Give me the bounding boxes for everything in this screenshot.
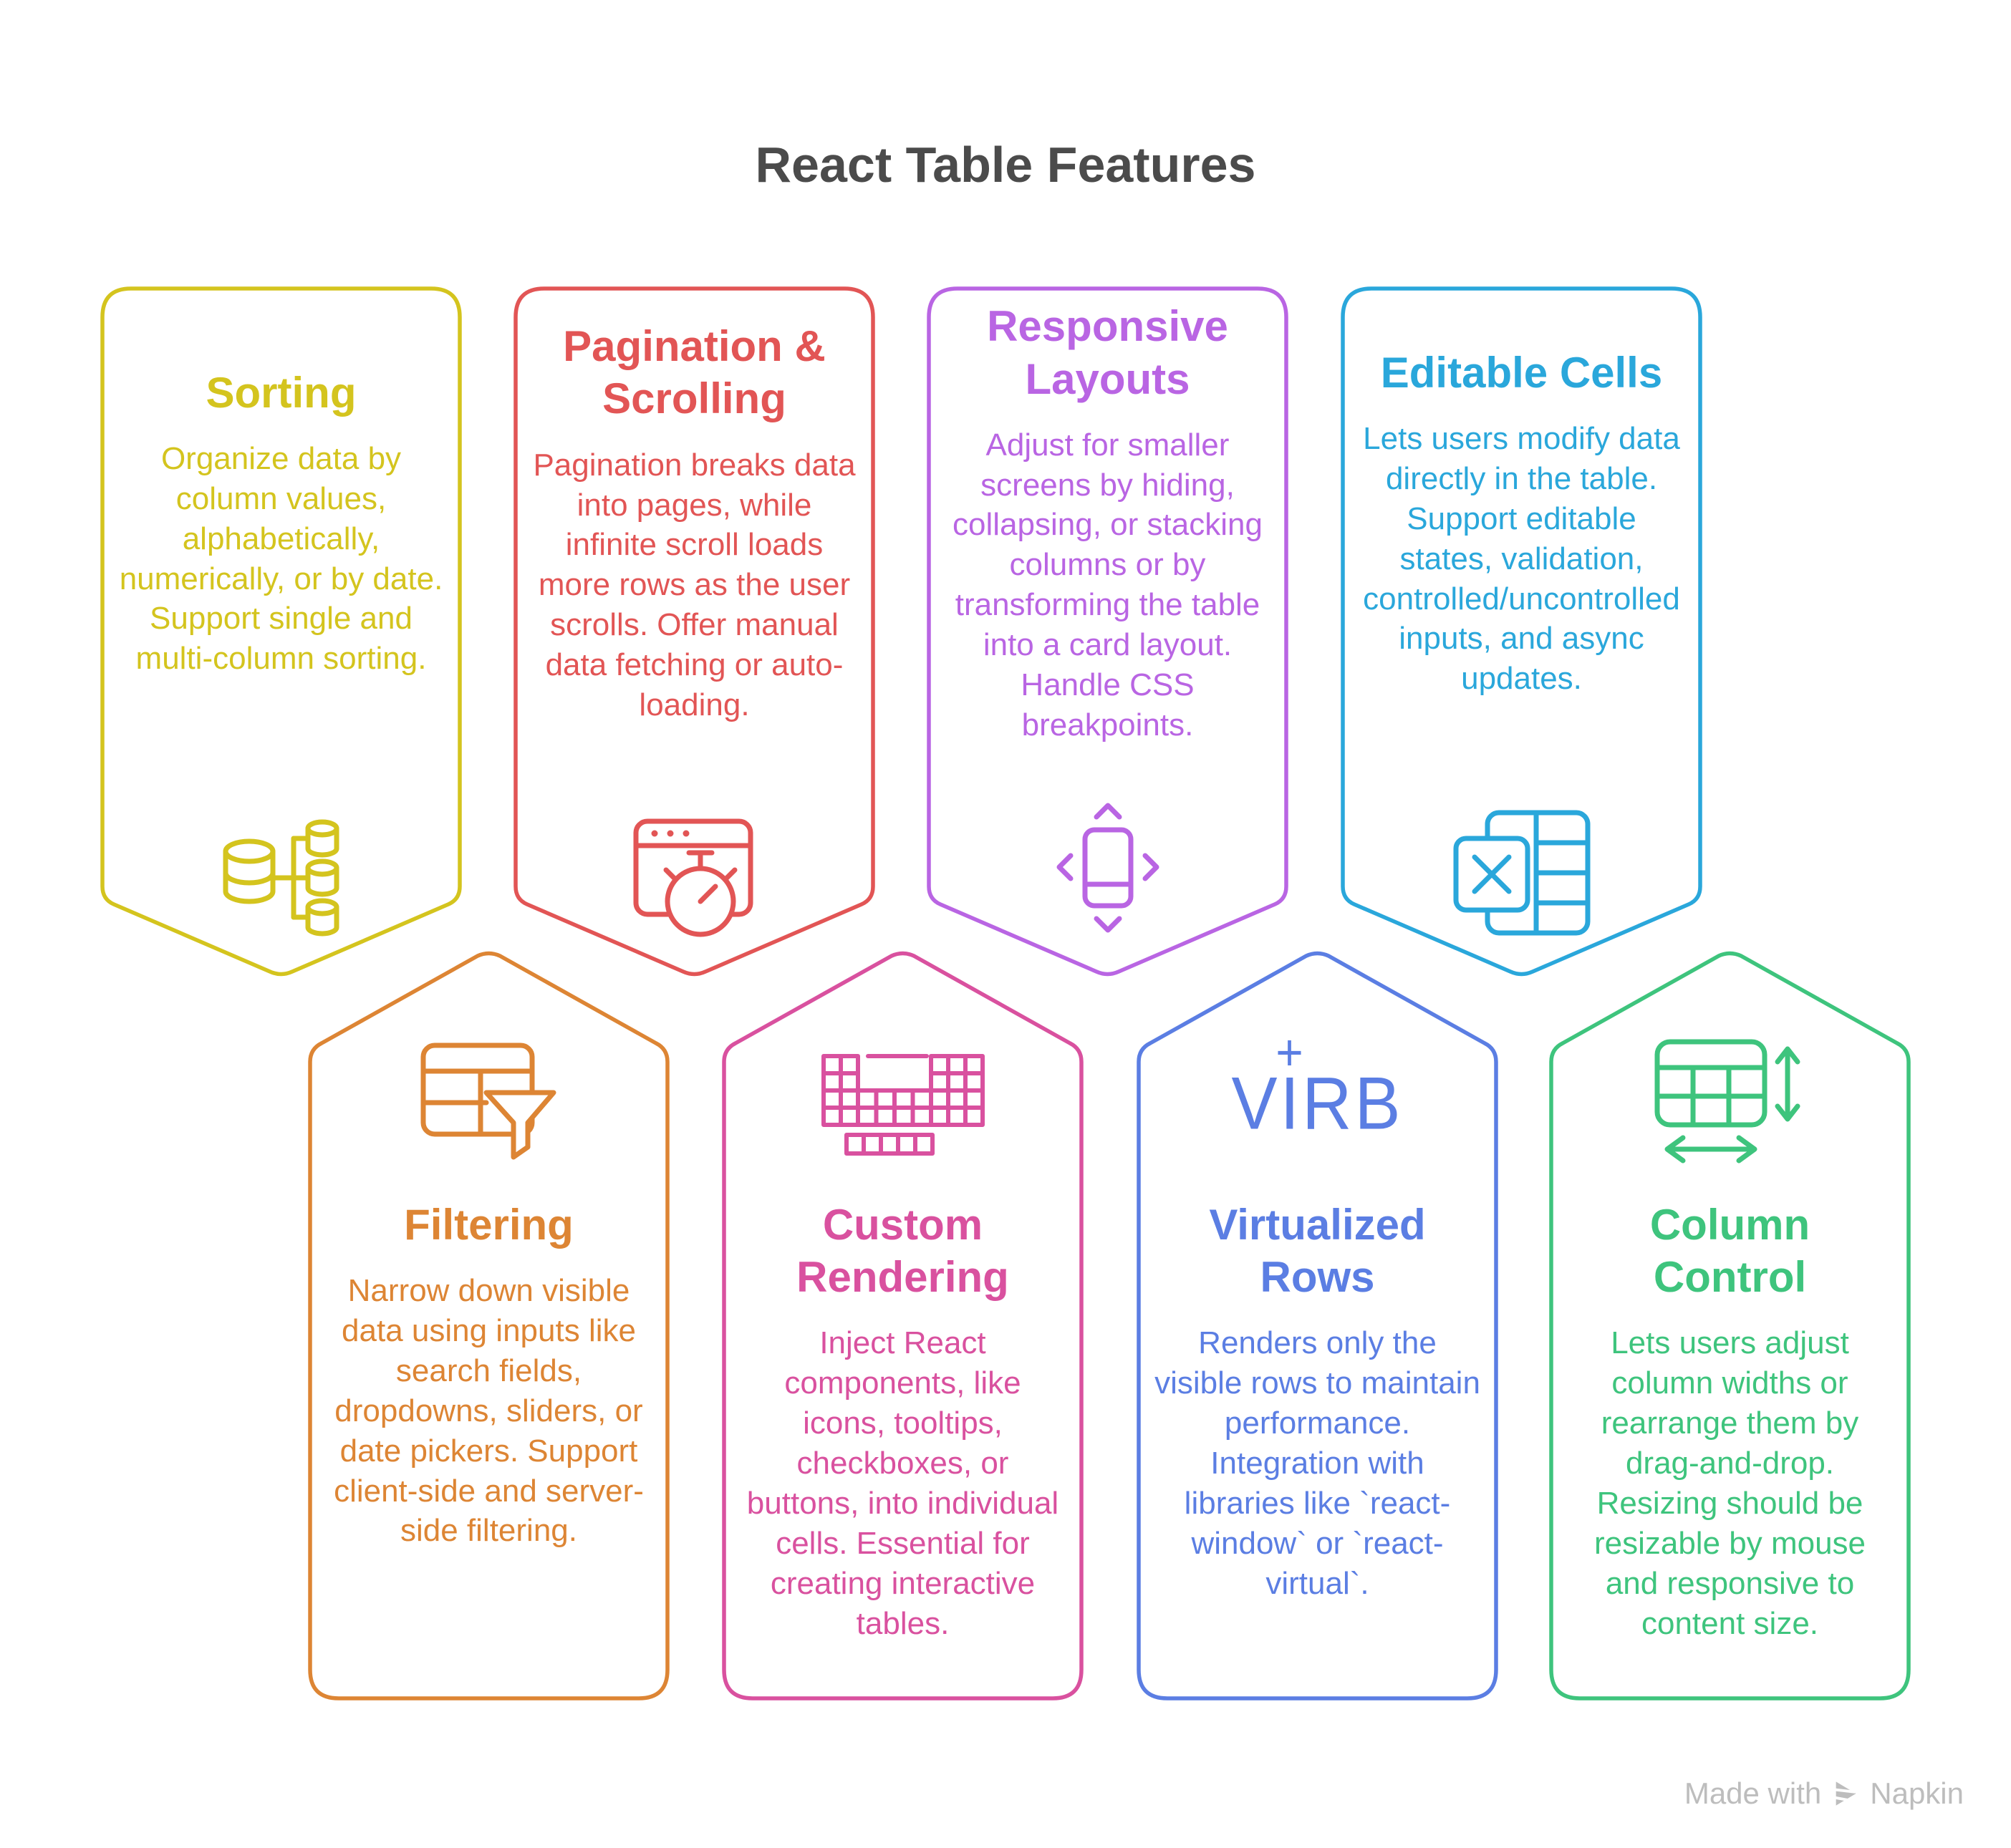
card-body: Inject React components, like icons, too… xyxy=(746,1325,1059,1641)
card-body: Pagination breaks data into pages, while… xyxy=(533,447,856,722)
card-title: Column Control xyxy=(1649,1201,1810,1302)
watermark-prefix: Made with xyxy=(1684,1776,1822,1810)
card-content: Custom Rendering Inject React components… xyxy=(739,1199,1066,1643)
virb-logo-icon: + VIRB xyxy=(1137,1018,1498,1190)
card-outline xyxy=(1137,951,1498,1701)
card-editable-cells: Editable Cells Lets users modify data di… xyxy=(1341,286,1702,979)
table-funnel-icon xyxy=(308,1018,670,1190)
database-sort-icon xyxy=(100,807,462,943)
watermark-brand: Napkin xyxy=(1870,1776,1964,1810)
card-body: Organize data by column values, alphabet… xyxy=(119,440,443,677)
page-title: React Table Features xyxy=(755,137,1256,193)
card-outline xyxy=(927,286,1288,977)
phone-move-icon xyxy=(927,793,1288,943)
card-content: Sorting Organize data by column values, … xyxy=(117,308,445,737)
watermark: Made with Napkin xyxy=(1684,1776,1964,1811)
card-responsive-layouts: Responsive Layouts Adjust for smaller sc… xyxy=(927,286,1288,979)
card-title: Sorting xyxy=(206,368,357,417)
card-outline xyxy=(513,286,875,977)
card-title: Editable Cells xyxy=(1380,348,1663,397)
browser-stopwatch-icon xyxy=(513,814,875,943)
card-content: Column Control Lets users adjust column … xyxy=(1566,1199,1894,1643)
card-body: Narrow down visible data using inputs li… xyxy=(334,1273,644,1549)
card-content: Editable Cells Lets users modify data di… xyxy=(1358,308,1685,737)
card-outline xyxy=(308,951,670,1701)
card-pagination-scrolling: Pagination & Scrolling Pagination breaks… xyxy=(513,286,875,979)
virb-logo-text: VIRB xyxy=(1231,1062,1404,1146)
spreadsheet-edit-icon xyxy=(1341,807,1702,943)
card-content: Responsive Layouts Adjust for smaller sc… xyxy=(944,302,1271,742)
card-body: Adjust for smaller screens by hiding, co… xyxy=(953,427,1263,742)
virb-plus-glyph: + xyxy=(1275,1023,1306,1081)
card-title: Custom Rendering xyxy=(796,1201,1009,1302)
card-filtering: Filtering Narrow down visible data using… xyxy=(308,949,670,1701)
card-sorting: Sorting Organize data by column values, … xyxy=(100,286,462,979)
napkin-logo-icon xyxy=(1834,1781,1856,1806)
card-column-control: Column Control Lets users adjust column … xyxy=(1549,949,1911,1701)
card-body: Lets users modify data directly in the t… xyxy=(1363,421,1680,697)
periodic-table-icon xyxy=(722,1018,1084,1190)
card-content: Pagination & Scrolling Pagination breaks… xyxy=(531,308,858,737)
card-title: Pagination & Scrolling xyxy=(563,322,826,423)
card-body: Renders only the visible rows to maintai… xyxy=(1154,1325,1480,1601)
card-outline xyxy=(722,951,1084,1701)
card-title: Virtualized Rows xyxy=(1209,1201,1426,1302)
card-outline xyxy=(100,286,462,977)
card-title: Filtering xyxy=(404,1201,574,1249)
card-virtualized-rows: + VIRB Virtualized Rows Renders only the… xyxy=(1137,949,1498,1701)
table-resize-icon xyxy=(1549,1018,1911,1190)
card-outline xyxy=(1549,951,1911,1701)
card-body: Lets users adjust column widths or rearr… xyxy=(1593,1325,1866,1641)
card-title: Responsive Layouts xyxy=(987,302,1228,403)
card-custom-rendering: Custom Rendering Inject React components… xyxy=(722,949,1084,1701)
card-content: Virtualized Rows Renders only the visibl… xyxy=(1154,1199,1481,1604)
card-content: Filtering Narrow down visible data using… xyxy=(325,1199,652,1551)
card-outline xyxy=(1341,286,1702,977)
